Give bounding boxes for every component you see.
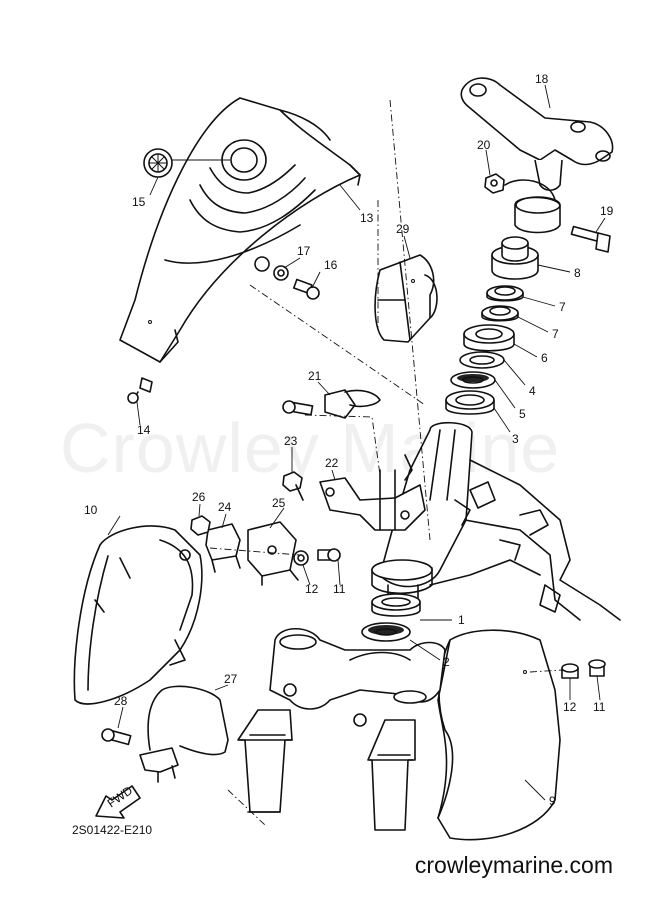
nut-20 [484, 173, 505, 194]
wire-27 [147, 685, 229, 756]
ring-nut-7a [486, 285, 524, 302]
callout-14: 14 [137, 423, 151, 437]
callout-24: 24 [218, 500, 232, 514]
callout-7a: 7 [559, 300, 566, 314]
callout-2: 2 [443, 655, 450, 669]
fork-left [237, 709, 293, 813]
callout-13: 13 [360, 211, 374, 225]
bracket-22 [319, 454, 426, 531]
callout-12a: 12 [305, 582, 319, 596]
frame [429, 459, 621, 621]
callout-17: 17 [297, 244, 311, 258]
bearing-2 [361, 622, 411, 642]
handle-holder [460, 77, 614, 192]
under-bracket [269, 627, 446, 727]
callout-11b: 11 [593, 700, 606, 714]
clip-24 [205, 523, 241, 573]
nut-26 [190, 515, 211, 536]
callout-18: 18 [535, 72, 549, 86]
leader-lines [107, 84, 606, 801]
callout-11a: 11 [333, 582, 346, 596]
steering-column [371, 421, 473, 612]
bolt-11b [588, 659, 606, 677]
callout-26: 26 [192, 490, 206, 504]
callout-16: 16 [324, 258, 338, 272]
clip-21 [282, 389, 381, 419]
bearing-5 [450, 371, 496, 389]
callout-6: 6 [541, 351, 548, 365]
drawing-code: 2S01422-E210 [72, 823, 153, 837]
callout-28: 28 [114, 694, 128, 708]
clip-25 [247, 521, 299, 586]
collar-12b [561, 663, 579, 679]
center-lines [209, 99, 563, 826]
front-cover [119, 97, 361, 363]
callouts: 1 2 3 4 5 6 7 7 8 9 10 11 11 12 12 13 14… [84, 72, 614, 808]
washer-17 [254, 256, 289, 281]
collar-8 [491, 236, 539, 280]
callout-8: 8 [574, 266, 581, 280]
callout-4: 4 [529, 384, 536, 398]
bolt-11a [317, 548, 341, 562]
callout-5: 5 [519, 407, 526, 421]
callout-1: 1 [458, 613, 465, 627]
callout-9: 9 [549, 794, 556, 808]
callout-12b: 12 [563, 700, 577, 714]
race-3 [445, 390, 495, 415]
screw-14 [127, 377, 153, 404]
forward-arrow-icon: FWD [95, 783, 141, 819]
callout-3: 3 [512, 432, 519, 446]
bracket-29 [374, 254, 438, 343]
race-4 [459, 351, 505, 369]
callout-23: 23 [284, 434, 298, 448]
race-1 [371, 593, 421, 617]
callout-19: 19 [600, 204, 614, 218]
callout-27: 27 [224, 672, 238, 686]
callout-20: 20 [477, 138, 491, 152]
watermark-text: Crowley Marine [60, 409, 561, 487]
callout-7b: 7 [552, 327, 559, 341]
ring-nut-7b [481, 305, 519, 322]
callout-29: 29 [396, 222, 410, 236]
callout-22: 22 [325, 456, 339, 470]
right-cover [437, 629, 561, 841]
grommet [143, 148, 230, 178]
callout-15: 15 [132, 195, 146, 209]
left-cover [73, 525, 203, 705]
collar-12a [293, 550, 309, 566]
clamp-19 [504, 179, 611, 253]
callout-10: 10 [84, 503, 98, 517]
site-url-link[interactable]: crowleymarine.com [414, 852, 613, 878]
bolt-23 [282, 471, 304, 501]
callout-21: 21 [308, 369, 322, 383]
callout-25: 25 [272, 496, 286, 510]
clamp-28 [101, 728, 179, 783]
fork-right [367, 719, 416, 831]
washer-6 [463, 324, 515, 352]
